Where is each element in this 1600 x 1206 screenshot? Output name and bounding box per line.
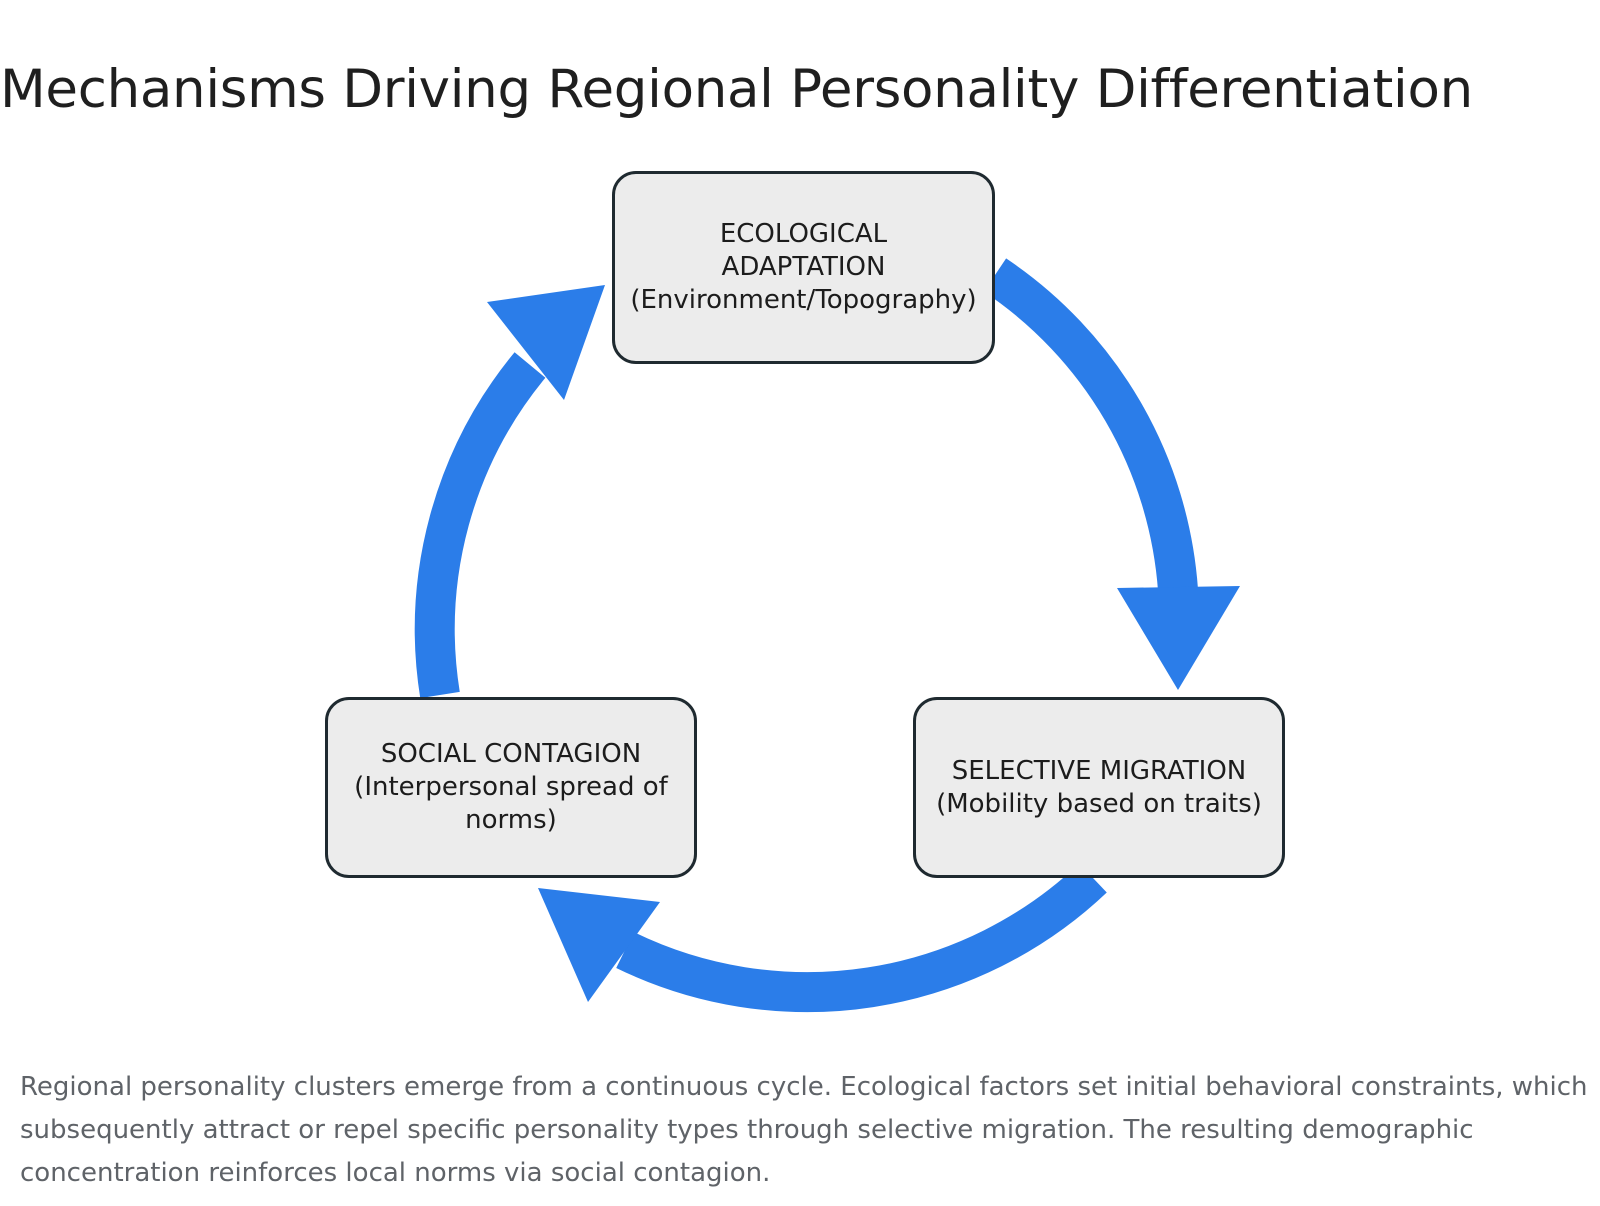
arrow-selective-to-social-head [538, 888, 660, 1002]
node-ecological-adaptation: ECOLOGICAL ADAPTATION (Environment/Topog… [612, 171, 995, 364]
page-title: Mechanisms Driving Regional Personality … [0, 59, 1473, 120]
node-social-title: SOCIAL CONTAGION [380, 739, 642, 769]
arrow-social-to-ecological-head [487, 285, 605, 400]
arrow-ecological-to-selective-head [1117, 586, 1240, 690]
node-selective-title: SELECTIVE MIGRATION [951, 755, 1247, 786]
node-social-contagion: SOCIAL CONTAGION (Interpersonal spread o… [325, 697, 697, 878]
arrow-ecological-to-selective-shaft [983, 258, 1198, 592]
arrow-selective-to-social-shaft [616, 863, 1107, 1013]
node-ecological-title-line1: ECOLOGICAL [719, 219, 888, 249]
cycle-arrows [414, 258, 1198, 1013]
arrow-social-to-ecological-shaft [414, 352, 546, 699]
node-selective-subtitle: (Mobility based on traits) [936, 788, 1262, 819]
node-ecological-title-line2: ADAPTATION [721, 252, 886, 282]
diagram-caption: Regional personality clusters emerge fro… [20, 1072, 1588, 1188]
node-ecological-subtitle: (Environment/Topography) [630, 285, 977, 315]
node-social-subtitle-line1: (Interpersonal spread of [354, 772, 668, 802]
node-social-subtitle-line2: norms) [465, 805, 557, 835]
node-selective-migration: SELECTIVE MIGRATION (Mobility based on t… [913, 697, 1285, 878]
arrow-heads [487, 285, 1240, 1002]
